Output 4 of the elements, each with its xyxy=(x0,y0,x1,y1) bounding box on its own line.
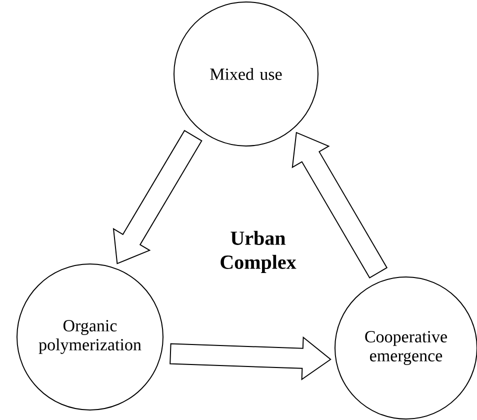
circle-node: Mixed use xyxy=(174,2,318,146)
block-arrow xyxy=(170,336,332,380)
circle-node: Organic polymerization xyxy=(16,264,164,410)
center-label: Urban Complex xyxy=(220,230,296,274)
